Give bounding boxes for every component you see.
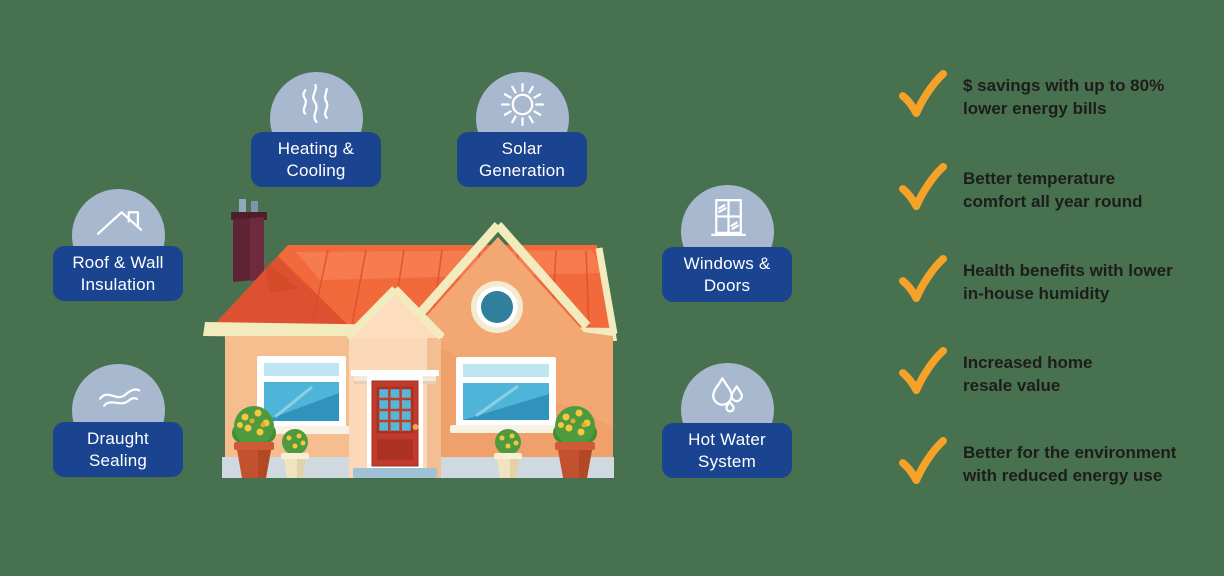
benefit-text-line: $ savings with up to 80% xyxy=(963,76,1165,95)
benefit-text-line: in-house humidity xyxy=(963,284,1110,303)
tag-label-line: Cooling xyxy=(286,160,346,180)
tag-label-line: Sealing xyxy=(88,450,148,470)
feature-tag-heating-cooling: Heating & Cooling xyxy=(251,132,381,187)
tag-label-line: System xyxy=(698,451,756,471)
tag-label-line: Roof & Wall xyxy=(72,252,164,272)
checkmark-icon xyxy=(898,437,947,485)
flower-pot-small-left xyxy=(281,429,309,478)
benefit-item: Health benefits with lower in-house humi… xyxy=(898,255,1220,305)
benefit-text: Increased home resale value xyxy=(963,347,1092,397)
water-drops-icon xyxy=(712,377,743,413)
checkmark-icon xyxy=(899,255,947,303)
door-knob xyxy=(412,424,419,430)
feature-tag-solar-generation: Solar Generation xyxy=(457,132,587,187)
benefit-item: $ savings with up to 80% lower energy bi… xyxy=(898,70,1220,120)
benefit-text: Better temperature comfort all year roun… xyxy=(963,163,1142,213)
window-icon xyxy=(711,199,746,236)
feature-tag-draught-sealing: Draught Sealing xyxy=(53,422,183,477)
feature-tag-hot-water-system: Hot Water System xyxy=(662,423,792,478)
benefit-item: Increased home resale value xyxy=(898,347,1220,397)
doorstep xyxy=(353,468,437,478)
heat-waves-icon xyxy=(302,83,329,123)
benefit-text: Health benefits with lower in-house humi… xyxy=(963,255,1173,305)
flower-pot-large-left xyxy=(232,406,276,478)
benefit-text-line: Better temperature xyxy=(963,169,1116,188)
window-left xyxy=(251,356,352,434)
benefit-text: $ savings with up to 80% lower energy bi… xyxy=(963,70,1164,120)
benefit-text-line: Health benefits with lower xyxy=(963,261,1173,280)
checkmark-icon xyxy=(898,70,947,118)
tag-label-line: Windows & xyxy=(683,253,771,273)
window-right xyxy=(450,357,562,433)
feature-tag-windows-doors: Windows & Doors xyxy=(662,247,792,302)
benefit-text-line: Better for the environment xyxy=(963,443,1177,462)
flower-pot-small-right xyxy=(494,429,522,478)
sun-icon xyxy=(500,82,545,127)
feature-tag-roof-wall-insulation: Roof & Wall Insulation xyxy=(53,246,183,301)
chimney xyxy=(231,199,267,282)
tag-label-line: Hot Water xyxy=(688,429,766,449)
tag-label-line: Doors xyxy=(703,275,751,295)
tag-label-line: Insulation xyxy=(80,274,156,294)
benefit-text: Better for the environment with reduced … xyxy=(963,437,1176,487)
wind-icon xyxy=(98,388,141,407)
flower-pot-large-right xyxy=(553,406,597,478)
benefit-text-line: with reduced energy use xyxy=(963,466,1163,485)
checkmark-icon xyxy=(898,347,947,395)
benefit-item: Better for the environment with reduced … xyxy=(898,437,1220,487)
tag-label-line: Solar xyxy=(501,138,543,158)
benefit-text-line: resale value xyxy=(963,376,1061,395)
roof-icon xyxy=(96,211,142,235)
benefit-item: Better temperature comfort all year roun… xyxy=(898,163,1220,213)
tag-label-line: Generation xyxy=(478,160,566,180)
checkmark-icon xyxy=(898,163,947,211)
house-illustration xyxy=(203,199,618,478)
benefit-text-line: lower energy bills xyxy=(963,99,1107,118)
tag-label-line: Draught xyxy=(87,428,149,448)
benefit-text-line: comfort all year round xyxy=(963,192,1143,211)
round-window xyxy=(471,281,523,333)
benefit-text-line: Increased home xyxy=(963,353,1093,372)
front-door xyxy=(353,376,437,478)
tag-label-line: Heating & xyxy=(277,138,355,158)
